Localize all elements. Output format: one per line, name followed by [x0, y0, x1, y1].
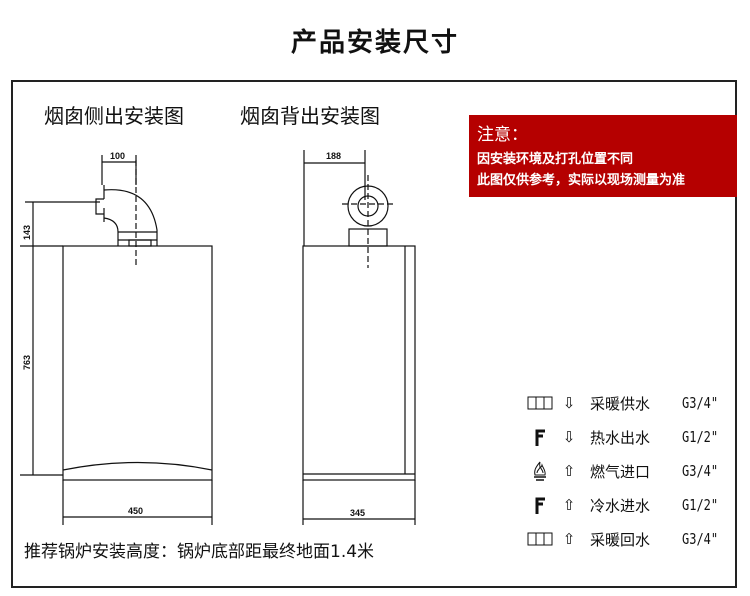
notice-box: 注意： 因安装环境及打孔位置不同 此图仅供参考，实际以现场测量为准 [469, 115, 737, 197]
legend-row: ⇩ 采暖供水 G3/4" [524, 386, 727, 420]
legend-row: ⇧ 冷水进水 G1/2" [524, 488, 727, 522]
legend-label: 采暖供水 [590, 394, 651, 413]
legend-row: ⇩ 热水出水 G1/2" [524, 420, 727, 454]
notice-heading: 注意： [477, 125, 528, 145]
arrow-up-icon: ⇧ [562, 530, 576, 548]
installation-height-note: 推荐锅炉安装高度：锅炉底部距最终地面1.4米 [24, 542, 375, 562]
legend-label: 冷水进水 [590, 496, 651, 515]
legend-size: G3/4" [682, 462, 719, 480]
caption-side-flue: 烟囱侧出安装图 [44, 104, 184, 128]
legend-size: G1/2" [682, 428, 719, 446]
connection-legend: ⇩ 采暖供水 G3/4" ⇩ 热水出水 G1/2" ⇧ 燃气进口 G3/4" ⇧… [524, 386, 727, 556]
dim-back-flue-offset: 188 [326, 151, 341, 161]
legend-label: 热水出水 [590, 428, 651, 447]
legend-label: 采暖回水 [590, 530, 651, 549]
radiator-icon [524, 396, 556, 410]
dim-boiler-height: 763 [22, 355, 32, 370]
tap-icon [524, 428, 556, 446]
arrow-down-icon: ⇩ [562, 428, 576, 446]
arrow-down-icon: ⇩ [562, 394, 576, 412]
dim-boiler-width: 450 [128, 506, 143, 516]
diagram-frame [11, 80, 737, 588]
legend-size: G3/4" [682, 394, 719, 412]
tap-icon [524, 496, 556, 514]
side-view-boiler [20, 155, 213, 525]
back-view-boiler [302, 150, 416, 525]
page-title: 产品安装尺寸 [290, 28, 459, 58]
radiator-icon [524, 532, 556, 546]
caption-back-flue: 烟囱背出安装图 [240, 104, 380, 128]
legend-size: G3/4" [682, 530, 719, 548]
arrow-up-icon: ⇧ [562, 496, 576, 514]
flame-icon [524, 461, 556, 481]
dim-side-flue-width: 100 [110, 151, 125, 161]
legend-size: G1/2" [682, 496, 719, 514]
legend-row: ⇧ 燃气进口 G3/4" [524, 454, 727, 488]
dim-side-flue-height: 143 [22, 225, 32, 240]
dim-boiler-depth: 345 [350, 508, 365, 518]
legend-label: 燃气进口 [590, 462, 651, 481]
notice-line: 因安装环境及打孔位置不同 [477, 152, 634, 167]
legend-row: ⇧ 采暖回水 G3/4" [524, 522, 727, 556]
arrow-up-icon: ⇧ [562, 462, 576, 480]
notice-line: 此图仅供参考，实际以现场测量为准 [477, 173, 686, 188]
